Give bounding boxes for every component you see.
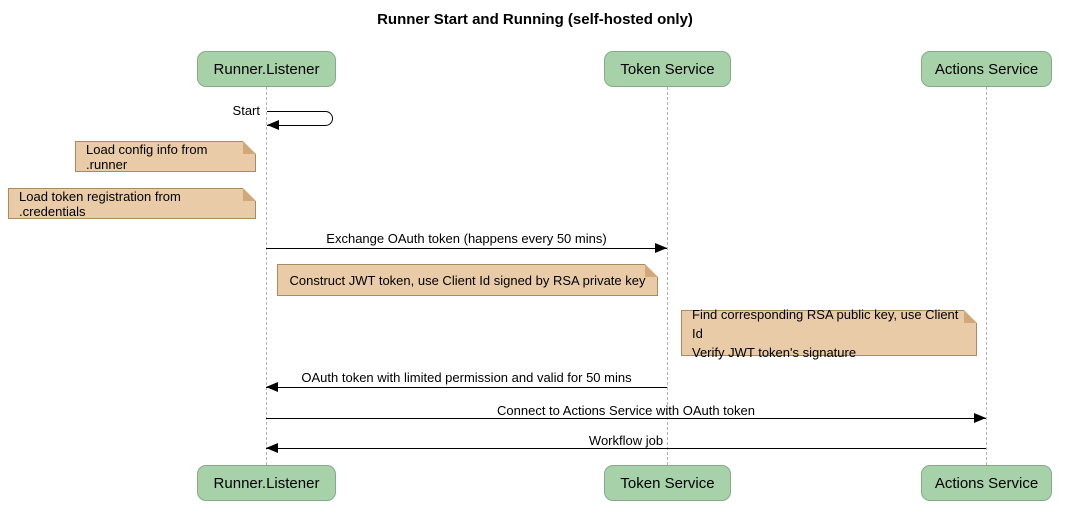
message-label-workflow-job: Workflow job — [588, 433, 664, 448]
arrowhead-right-icon — [974, 413, 986, 423]
note-fold-icon — [243, 188, 256, 201]
message-label-connect-actions: Connect to Actions Service with OAuth to… — [497, 403, 755, 418]
note-text-line1: Find corresponding RSA public key, use C… — [692, 306, 959, 341]
message-label-oauth-token-returned: OAuth token with limited permission and … — [301, 370, 632, 385]
note-load-token-registration: Load token registration from .credential… — [8, 188, 256, 219]
participant-label: Actions Service — [934, 60, 1039, 78]
participant-label: Actions Service — [934, 474, 1039, 492]
note-fold-icon — [243, 141, 256, 154]
participant-label: Token Service — [620, 474, 715, 492]
diagram-title: Runner Start and Running (self-hosted on… — [377, 11, 693, 28]
participant-label: Runner.Listener — [213, 474, 320, 492]
self-message-label: Start — [232, 103, 260, 118]
note-fold-icon — [964, 310, 977, 323]
arrowhead-left-icon — [266, 443, 278, 453]
note-load-config: Load config info from .runner — [75, 141, 256, 172]
arrowhead-left-icon — [267, 120, 279, 130]
lifeline-runner-listener — [266, 87, 267, 465]
lifeline-actions-service — [986, 87, 987, 465]
participant-label: Runner.Listener — [213, 60, 320, 78]
lifeline-token-service — [667, 87, 668, 465]
note-text-line2: Verify JWT token's signature — [692, 344, 857, 360]
message-line — [266, 448, 986, 449]
note-construct-jwt: Construct JWT token, use Client Id signe… — [277, 264, 658, 296]
participant-runner-listener-bottom: Runner.Listener — [197, 465, 336, 501]
participant-runner-listener-top: Runner.Listener — [197, 51, 336, 87]
participant-token-service-bottom: Token Service — [604, 465, 731, 501]
participant-token-service-top: Token Service — [604, 51, 731, 87]
message-line — [266, 387, 667, 388]
participant-actions-service-top: Actions Service — [921, 51, 1052, 87]
arrowhead-right-icon — [655, 243, 667, 253]
self-message-loop-line — [267, 111, 333, 126]
arrowhead-left-icon — [266, 382, 278, 392]
participant-label: Token Service — [620, 60, 715, 78]
note-text: Construct JWT token, use Client Id signe… — [289, 272, 646, 288]
participant-actions-service-bottom: Actions Service — [921, 465, 1052, 501]
note-verify-jwt: Find corresponding RSA public key, use C… — [681, 307, 977, 360]
note-text: Load config info from .runner — [86, 141, 208, 172]
note-text: Load token registration from .credential… — [19, 188, 181, 219]
message-label-exchange-oauth: Exchange OAuth token (happens every 50 m… — [326, 231, 607, 246]
note-fold-icon — [645, 264, 658, 277]
message-line — [266, 248, 667, 249]
message-line — [266, 418, 986, 419]
